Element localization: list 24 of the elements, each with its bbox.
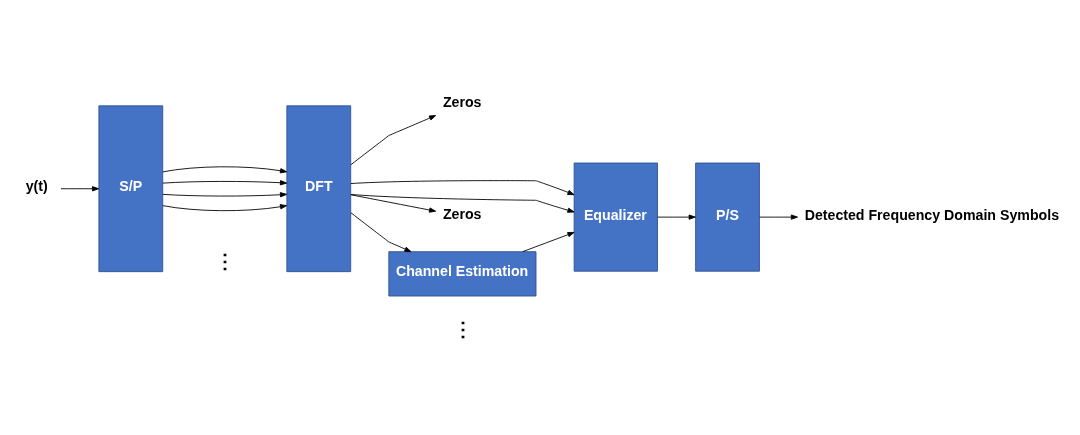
node-text: Detected Frequency Domain Symbols — [804, 206, 1060, 223]
arrow — [350, 193, 437, 213]
node-box: DFT — [286, 104, 352, 272]
node-box: Equalizer — [573, 162, 658, 272]
node-text: y(t) — [25, 177, 48, 194]
node-text: Zeros — [442, 205, 482, 222]
arrow — [759, 214, 798, 220]
arrow — [657, 214, 696, 220]
arrow — [522, 231, 575, 252]
node-box: Channel Estimation — [388, 250, 537, 296]
label: ⋮ — [452, 317, 473, 340]
arrow — [162, 179, 288, 185]
node-box: S/P — [98, 104, 164, 272]
node-box: P/S — [695, 162, 760, 272]
arrow — [350, 211, 412, 252]
node-text: Zeros — [442, 93, 482, 110]
label: ⋮ — [215, 249, 236, 272]
arrow — [162, 203, 288, 211]
arrow — [162, 191, 288, 197]
arrow — [350, 193, 575, 213]
arrow — [350, 179, 575, 195]
arrow — [60, 185, 100, 191]
arrow — [162, 165, 288, 173]
arrow — [350, 114, 437, 165]
